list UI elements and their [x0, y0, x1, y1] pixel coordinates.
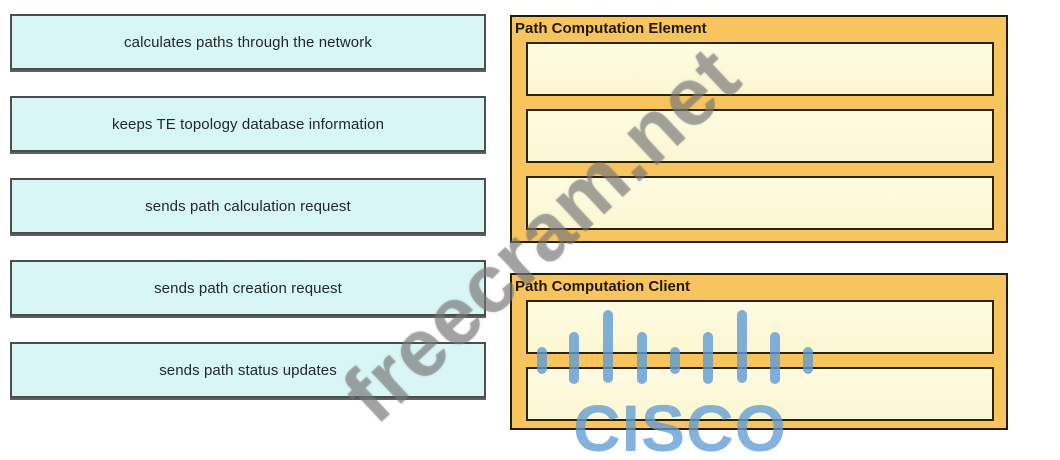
drag-item-label: sends path status updates — [159, 361, 337, 379]
drag-item-path-calculation-request[interactable]: sends path calculation request — [10, 178, 486, 234]
panel-title: Path Computation Element — [515, 20, 707, 37]
drag-item-label: calculates paths through the network — [124, 33, 372, 51]
drag-item-label: keeps TE topology database information — [111, 115, 385, 133]
drag-item-keeps-te-topology[interactable]: keeps TE topology database information — [10, 96, 486, 152]
drop-slot-group — [512, 299, 1006, 421]
drag-item-path-creation-request[interactable]: sends path creation request — [10, 260, 486, 316]
drop-panel-path-computation-client: Path Computation Client — [510, 273, 1008, 430]
answer-options-column: calculates paths through the network kee… — [10, 14, 486, 398]
panel-title: Path Computation Client — [515, 278, 690, 295]
drop-slot[interactable] — [526, 42, 994, 96]
drop-slot[interactable] — [526, 367, 994, 421]
drag-item-label: sends path creation request — [154, 279, 342, 297]
drag-item-calculates-paths[interactable]: calculates paths through the network — [10, 14, 486, 70]
drop-panel-path-computation-element: Path Computation Element — [510, 15, 1008, 243]
drag-item-path-status-updates[interactable]: sends path status updates — [10, 342, 486, 398]
drop-slot[interactable] — [526, 300, 994, 354]
drop-slot[interactable] — [526, 109, 994, 163]
drop-slot[interactable] — [526, 176, 994, 230]
drag-item-label: sends path calculation request — [145, 197, 351, 215]
drop-slot-group — [512, 41, 1006, 230]
